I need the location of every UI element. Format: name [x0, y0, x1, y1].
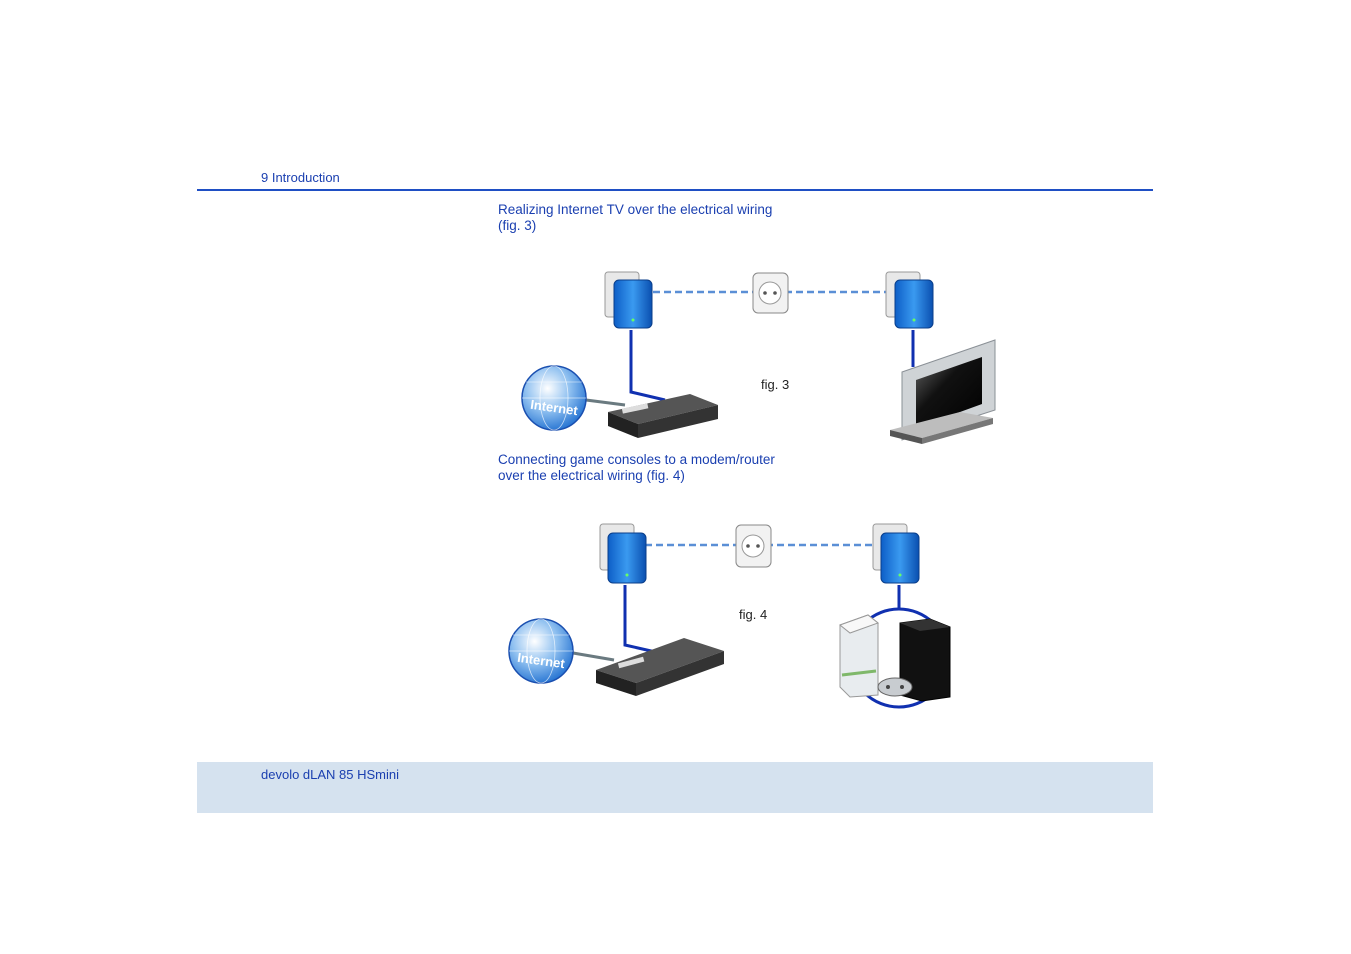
powerline-adapter-left-icon: [599, 523, 647, 584]
globe-label: Internet: [529, 397, 579, 419]
powerline-adapter-left-icon: [604, 271, 653, 329]
caption-fig3: Realizing Internet TV over the electrica…: [498, 202, 798, 234]
wall-socket-icon: [735, 524, 772, 568]
figure-3-diagram: Internet: [521, 271, 996, 444]
powerline-adapter-right-icon: [872, 523, 920, 584]
footer-product-name: devolo dLAN 85 HSmini: [261, 767, 400, 782]
figure-4-label: fig. 4: [739, 607, 768, 622]
caption-fig4: Connecting game consoles to a modem/rout…: [498, 452, 798, 484]
figure-3-label: fig. 3: [761, 377, 790, 392]
page-footer: devolo dLAN 85 HSmini: [197, 762, 1153, 813]
wall-socket-icon: [752, 272, 789, 314]
figure-4-diagram: Internet: [508, 523, 951, 709]
internet-globe-icon: Internet: [508, 618, 574, 684]
globe-label: Internet: [516, 650, 566, 672]
caption-fig4-line1: Connecting game consoles to a modem/rout…: [498, 452, 775, 467]
page-section-title: 9 Introduction: [261, 170, 340, 185]
tv-icon: [890, 339, 996, 444]
header-divider: [197, 189, 1153, 191]
router-icon: [608, 394, 718, 438]
powerline-adapter-right-icon: [885, 271, 934, 329]
router-icon: [596, 638, 724, 696]
internet-globe-icon: Internet: [521, 365, 587, 431]
caption-fig3-line2: (fig. 3): [498, 218, 537, 233]
caption-fig3-line1: Realizing Internet TV over the electrica…: [498, 202, 773, 217]
caption-fig4-line2: over the electrical wiring (fig. 4): [498, 468, 685, 483]
game-console-icon: [838, 607, 951, 709]
